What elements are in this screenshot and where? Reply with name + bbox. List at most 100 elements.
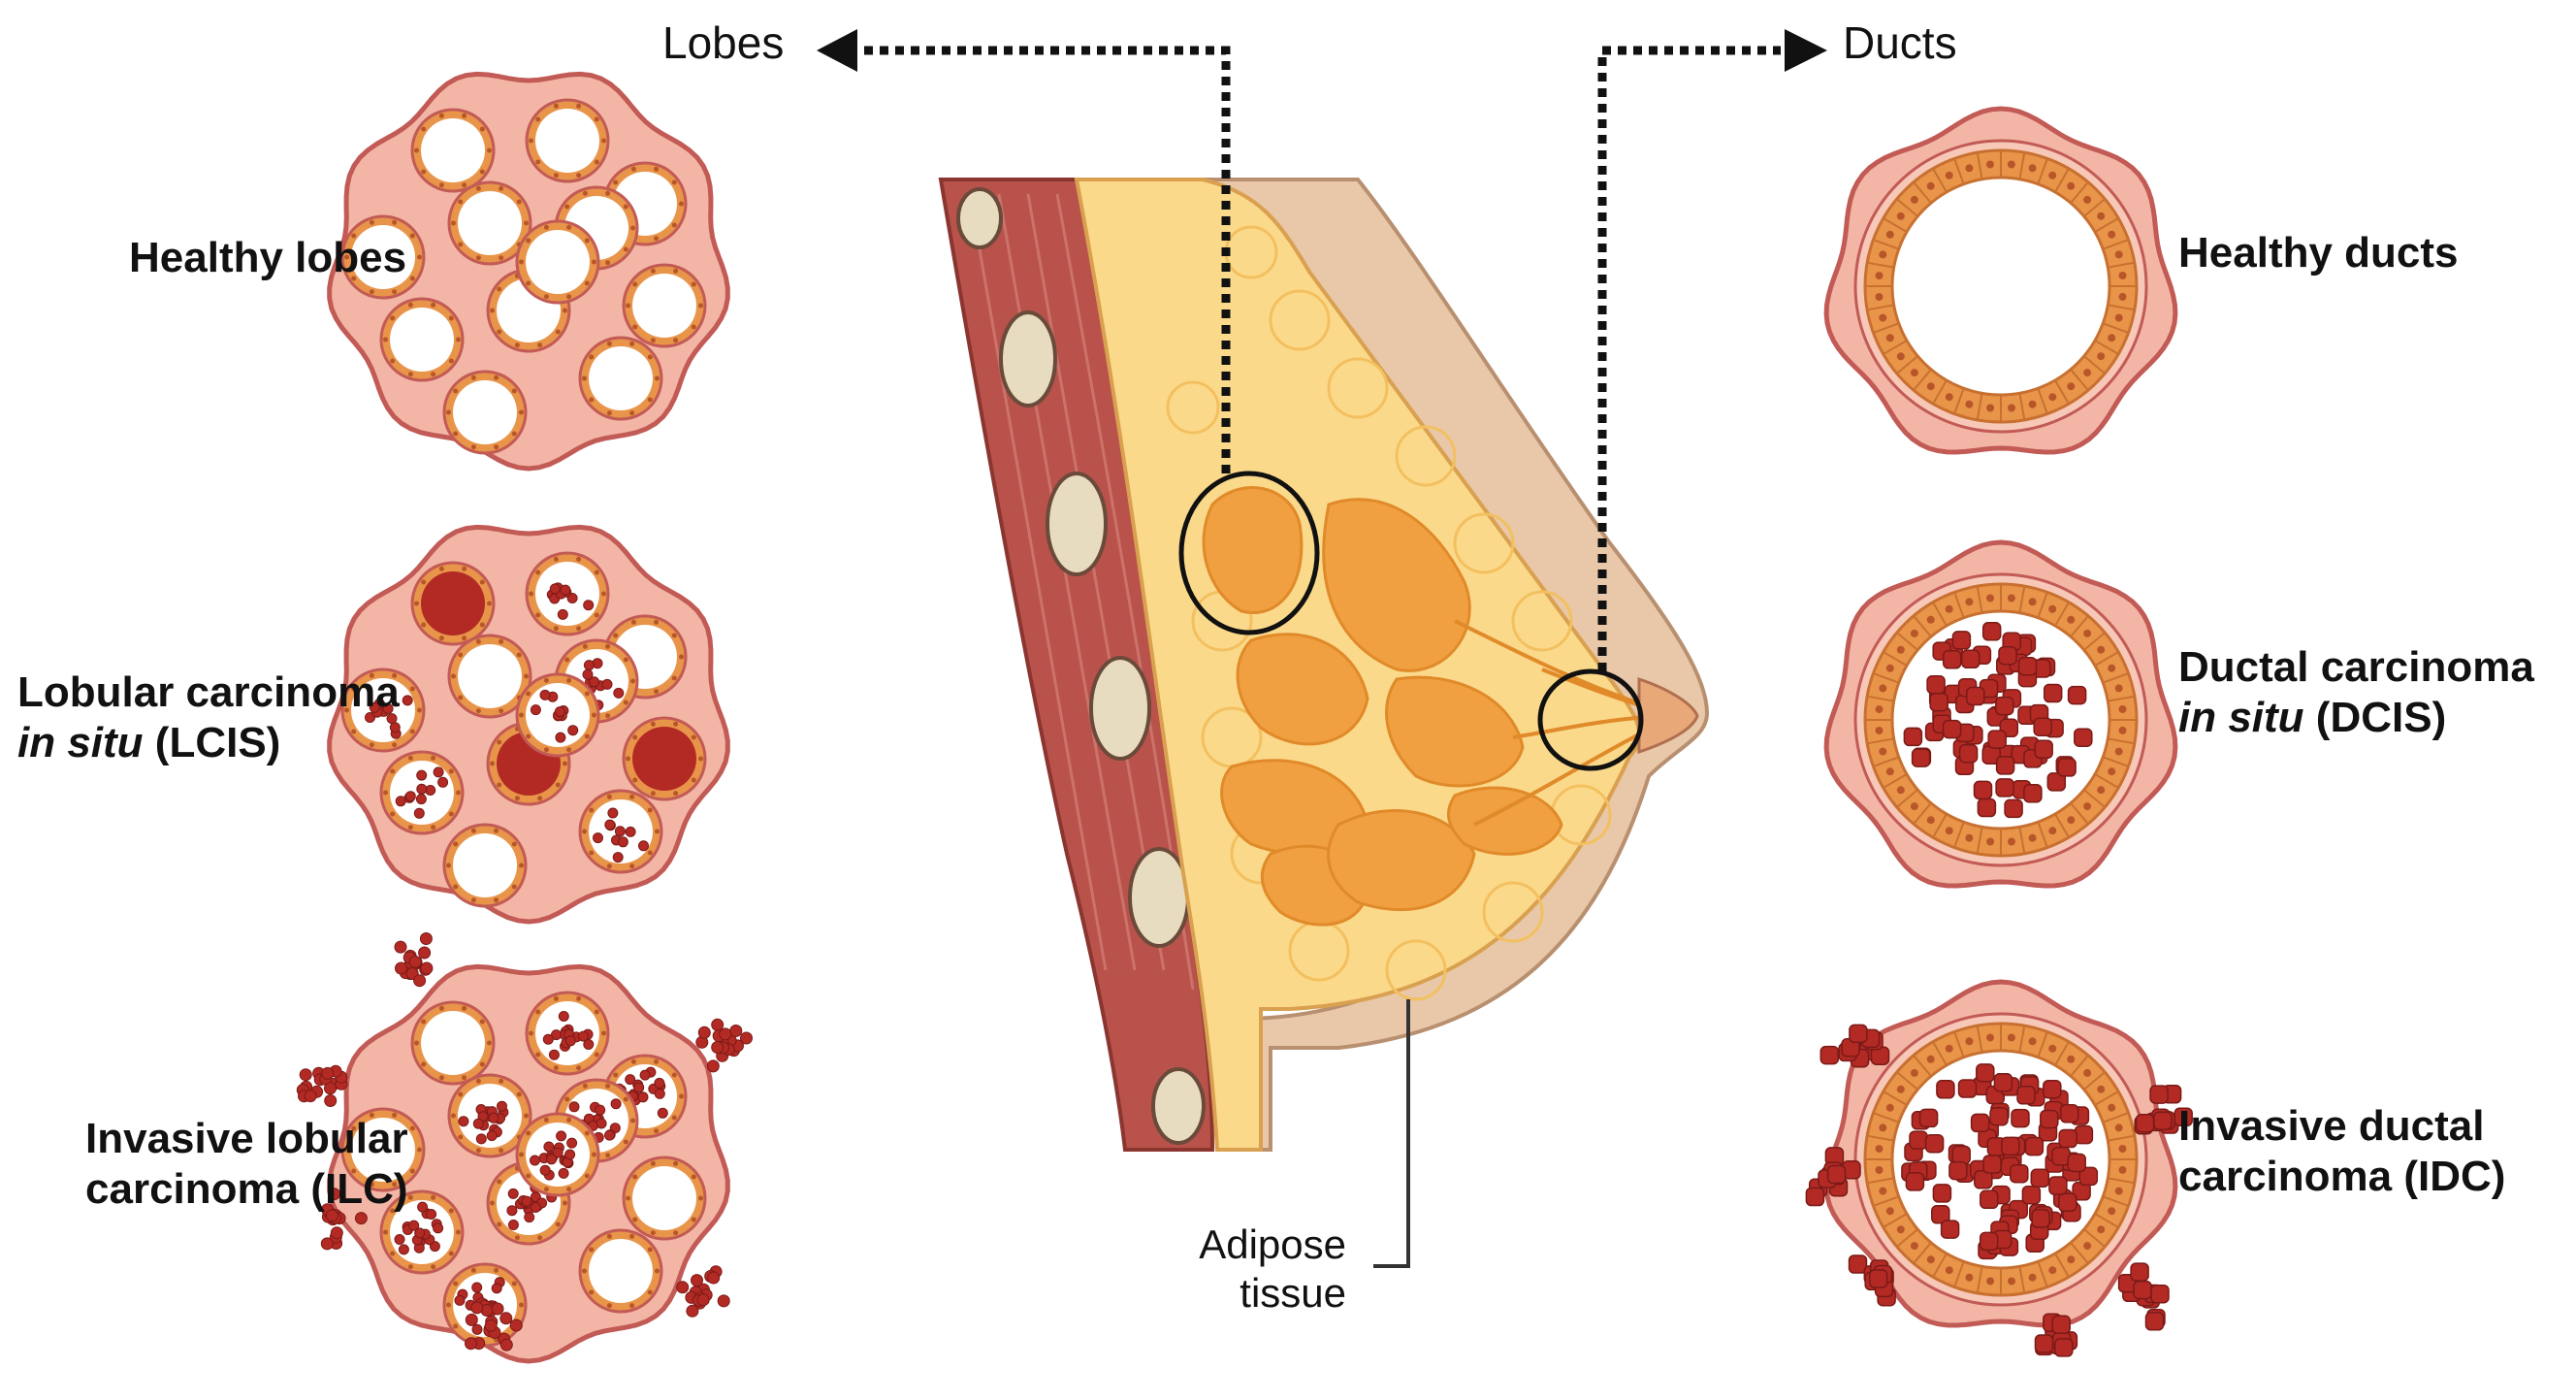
- nucleus-dot: [671, 179, 677, 185]
- nucleus-dot: [2114, 313, 2123, 322]
- invasive-tumor-cell: [2130, 1262, 2149, 1282]
- tumor-cell: [1966, 686, 1985, 706]
- tumor-cell: [486, 1130, 498, 1142]
- cell-border: [2037, 821, 2048, 848]
- cell-border: [2083, 632, 2106, 651]
- nucleus-dot: [679, 654, 684, 660]
- nucleus-dot: [2067, 181, 2076, 190]
- nucleus-dot: [1910, 802, 1918, 811]
- nucleus-dot: [519, 1152, 524, 1157]
- nucleus-dot: [431, 302, 436, 308]
- nucleus-dot: [529, 591, 533, 597]
- nucleus-dot: [673, 1230, 679, 1236]
- acinus-tumor-fill: [421, 571, 485, 635]
- nucleus-dot: [414, 147, 419, 153]
- nucleus-dot: [1896, 352, 1905, 361]
- cell-border: [2083, 355, 2106, 374]
- cell-border: [2037, 387, 2048, 414]
- nucleus-dot: [458, 1091, 464, 1097]
- idc-subtitle: carcinoma (IDC): [2178, 1153, 2506, 1200]
- nucleus-dot: [456, 1229, 461, 1235]
- nucleus-dot: [671, 633, 677, 638]
- nucleus-dot: [383, 1229, 388, 1235]
- invasive-tumor-cell: [729, 1025, 743, 1037]
- nucleus-dot: [417, 707, 422, 713]
- cell-border: [1896, 789, 1918, 808]
- nucleus-dot: [499, 708, 504, 714]
- tumor-cell: [1957, 1079, 1978, 1098]
- nucleus-dot: [1986, 1277, 1995, 1286]
- nucleus-dot: [2028, 1273, 2037, 1282]
- nucleus-dot: [448, 1208, 454, 1214]
- nucleus-dot: [409, 276, 415, 281]
- nucleus-dot: [516, 652, 522, 658]
- nucleus-dot: [446, 1302, 451, 1308]
- nucleus-dot: [1945, 827, 1953, 835]
- tumor-cell: [1951, 1145, 1971, 1165]
- nucleus-dot: [584, 691, 590, 697]
- nucleus-dot: [524, 1113, 529, 1119]
- tumor-cell: [2034, 739, 2053, 760]
- nucleus-dot: [499, 1148, 504, 1154]
- tumor-cell: [654, 1088, 665, 1099]
- nucleus-dot: [524, 220, 529, 226]
- cell-border: [2054, 813, 2070, 838]
- nucleus-dot: [1875, 293, 1884, 301]
- invasive-tumor-cell: [2034, 1334, 2054, 1353]
- invasive-tumor-cell: [696, 1293, 710, 1307]
- nucleus-dot: [566, 747, 572, 753]
- tumor-cell: [2024, 1136, 2045, 1156]
- nucleus-dot: [421, 622, 427, 628]
- nucleus-dot: [2097, 786, 2106, 795]
- nucleus-dot: [1885, 1103, 1894, 1112]
- nucleus-dot: [1926, 382, 1935, 391]
- ilc-label: Invasive lobular carcinoma (ILC): [85, 1114, 408, 1215]
- cell-border: [1913, 1242, 1932, 1264]
- invasive-tumor-cell: [707, 1271, 721, 1285]
- acinus-lumen: [421, 118, 485, 182]
- nucleus-dot: [623, 246, 628, 252]
- nucleus-dot: [1879, 250, 1887, 259]
- cell-border: [2018, 585, 2026, 613]
- tumor-cell: [2016, 1086, 2036, 1105]
- tumor-cell: [604, 819, 616, 830]
- nucleus-dot: [605, 1153, 611, 1158]
- nucleus-dot: [2067, 382, 2076, 391]
- nucleus-dot: [2108, 767, 2116, 776]
- nucleus-dot: [417, 1147, 422, 1153]
- nucleus-dot: [1965, 400, 1974, 408]
- lobes-label: Lobes: [662, 17, 785, 68]
- cell-border: [2094, 1213, 2119, 1228]
- tumor-cell: [1958, 743, 1979, 764]
- nucleus-dot: [673, 338, 679, 343]
- ilc-title: Invasive lobular: [85, 1115, 408, 1162]
- invasive-tumor-cell: [321, 1066, 335, 1080]
- nucleus-dot: [566, 1117, 572, 1123]
- nucleus-dot: [487, 1040, 492, 1046]
- nucleus-dot: [2028, 598, 2037, 606]
- breast-cross-section: [938, 178, 1710, 1152]
- tumor-cell: [2030, 1168, 2050, 1188]
- nucleus-dot: [601, 1030, 606, 1036]
- ilc-subtitle: carcinoma (ILC): [85, 1165, 408, 1213]
- tumor-cell: [613, 687, 625, 699]
- nucleus-dot: [553, 173, 559, 179]
- nucleus-dot: [647, 850, 653, 856]
- tumor-cell: [595, 1104, 606, 1116]
- nucleus-dot: [1885, 1207, 1894, 1216]
- nucleus-dot: [629, 410, 635, 416]
- nucleus-dot: [519, 1302, 524, 1308]
- nucleus-dot: [650, 338, 656, 343]
- nucleus-dot: [1879, 684, 1887, 693]
- invasive-tumor-cell: [1849, 1024, 1868, 1044]
- nucleus-dot: [632, 281, 638, 287]
- cell-border: [1866, 737, 1894, 745]
- acinus-lumen: [421, 1011, 485, 1075]
- nucleus-dot: [475, 1148, 481, 1154]
- dcis-abbrev: (DCIS): [2303, 694, 2447, 741]
- tumor-cell: [1980, 1189, 1999, 1210]
- tumor-cell: [530, 1155, 540, 1166]
- nucleus-dot: [1965, 598, 1974, 606]
- cell-border: [1932, 379, 1948, 405]
- nucleus-dot: [650, 791, 656, 797]
